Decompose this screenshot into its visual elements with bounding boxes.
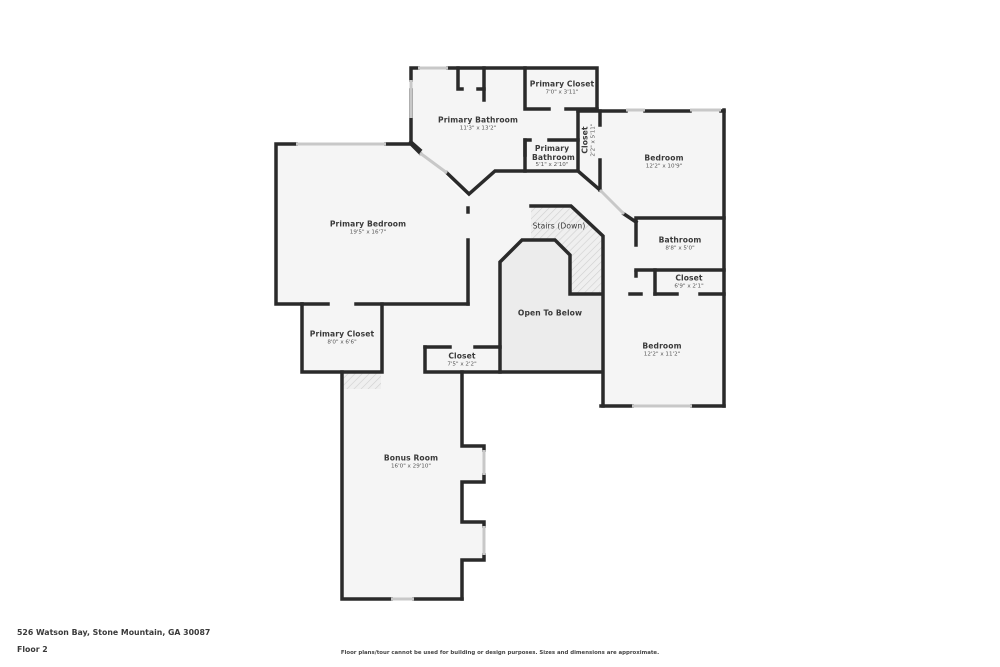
- room-dimensions: 6'9" x 2'1": [674, 283, 704, 290]
- room-dimensions: 7'0" x 3'11": [545, 89, 579, 96]
- room-label-primary-closet-lower: Primary Closet 8'0" x 6'6": [310, 330, 374, 345]
- room-label-bedroom-upper: Bedroom 12'2" x 10'9": [644, 154, 683, 169]
- room-name: Bathroom: [658, 235, 702, 245]
- room-dimensions: 2'2" x 5'11": [590, 123, 597, 157]
- room-label-closet-vertical: Closet 2'2" x 5'11": [580, 123, 597, 157]
- room-name: Primary Bedroom: [329, 219, 407, 229]
- room-label-bonus-room: Bonus Room 16'0" x 29'10": [384, 454, 438, 469]
- room-dimensions: 19'5" x 16'7": [349, 229, 387, 236]
- walls: [274, 66, 726, 601]
- room-label-bedroom-lower: Bedroom 12'2" x 11'2": [642, 342, 681, 357]
- room-label-closet-right: Closet 6'9" x 2'1": [674, 274, 703, 289]
- floor-label: Floor 2: [17, 645, 48, 654]
- room-dimensions: 12'2" x 11'2": [643, 351, 681, 358]
- disclaimer: Floor plans/tour cannot be used for buil…: [340, 650, 660, 656]
- room-label-primary-closet-upper: Primary Closet 7'0" x 3'11": [530, 80, 594, 95]
- room-dimensions: 8'8" x 5'0": [665, 245, 695, 252]
- room-dimensions: 11'3" x 13'2": [459, 125, 497, 132]
- room-label-closet-hall: Closet 7'5" x 2'2": [447, 352, 476, 367]
- room-name: Open To Below: [517, 308, 583, 318]
- room-name: Primary Bathroom: [438, 115, 518, 125]
- room-name: Stairs (Down): [532, 221, 586, 231]
- room-name: Closet: [448, 351, 476, 361]
- room-name: Closet: [580, 126, 590, 154]
- room-dimensions: 16'0" x 29'10": [390, 463, 431, 470]
- room-label-primary-bedroom: Primary Bedroom 19'5" x 16'7": [330, 220, 406, 235]
- room-name: Bedroom: [642, 341, 682, 351]
- room-name: Primary Closet: [529, 79, 595, 89]
- room-label-stairs: Stairs (Down): [532, 221, 586, 232]
- room-name: Primary Bathroom: [532, 144, 575, 162]
- room-label-primary-bathroom: Primary Bathroom 11'3" x 13'2": [438, 116, 518, 131]
- room-name: Closet: [675, 273, 703, 283]
- room-label-bathroom: Bathroom 8'8" x 5'0": [659, 236, 702, 251]
- room-name: Bonus Room: [383, 453, 439, 463]
- room-label-primary-bathroom-small: Primary Bathroom 5'1" x 2'10": [532, 144, 575, 169]
- floor-fills: [276, 68, 724, 599]
- room-dimensions: 12'2" x 10'9": [645, 163, 683, 170]
- room-dimensions: 8'0" x 6'6": [327, 339, 357, 346]
- property-address: 526 Watson Bay, Stone Mountain, GA 30087: [17, 628, 211, 637]
- room-name: Bedroom: [644, 153, 684, 163]
- room-name: Primary Closet: [309, 329, 375, 339]
- room-label-open-to-below: Open To Below: [517, 308, 583, 319]
- room-dimensions: 5'1" x 2'10": [535, 162, 569, 169]
- room-dimensions: 7'5" x 2'2": [447, 361, 477, 368]
- windows: [296, 66, 721, 601]
